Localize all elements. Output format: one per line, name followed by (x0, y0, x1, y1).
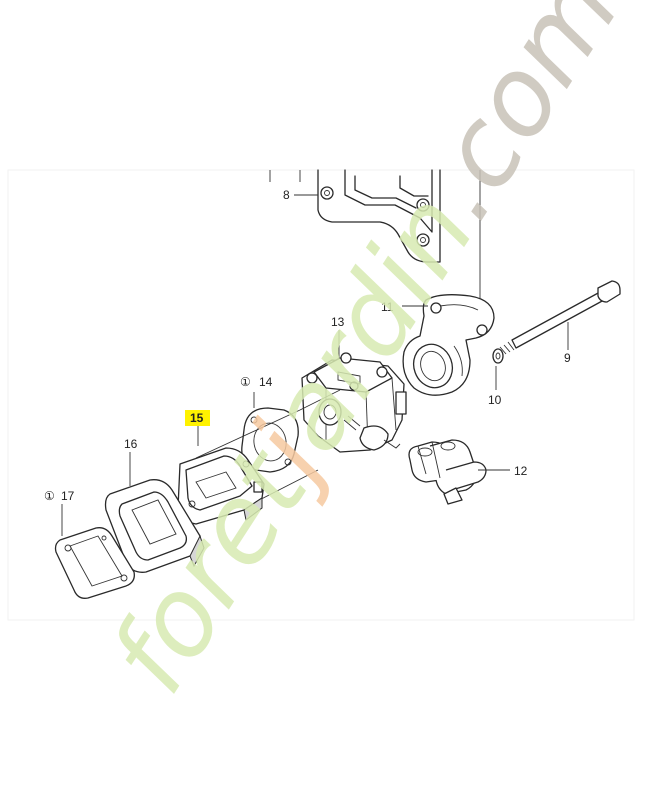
assembly-line-1 (195, 409, 301, 459)
part-17-gasket (54, 527, 135, 599)
label-part-11: 11 (381, 300, 394, 314)
part-15-intake-spacer (177, 447, 265, 525)
assembly-line-3 (299, 389, 341, 411)
label-part-9: 9 (564, 351, 571, 365)
watermark-text-green: foretjardin.com (87, 0, 644, 714)
label-part-16: 16 (124, 437, 138, 451)
watermark-logo: foretjardin.com (87, 0, 644, 714)
part-10-washer (492, 348, 504, 364)
label-part-8: 8 (283, 188, 290, 202)
part-9-bolt (499, 280, 621, 355)
label-part-17: 17 (61, 489, 75, 503)
part-8-bracket (269, 169, 441, 263)
part-13-carburetor (301, 352, 407, 453)
symbol-part-14: ① (240, 375, 251, 389)
label-part-13: 13 (331, 315, 345, 329)
diagram-frame (7, 169, 635, 621)
part-11-intake-elbow (402, 294, 495, 396)
label-part-15: 15 (190, 411, 204, 425)
symbol-part-17: ① (44, 489, 55, 503)
part-16-flange (104, 479, 205, 573)
label-part-12: 12 (514, 464, 528, 478)
highlight-box-15 (185, 410, 210, 426)
label-part-14: 14 (259, 375, 273, 389)
part-12-fuel-fitting (408, 439, 487, 505)
label-part-10: 10 (488, 393, 502, 407)
